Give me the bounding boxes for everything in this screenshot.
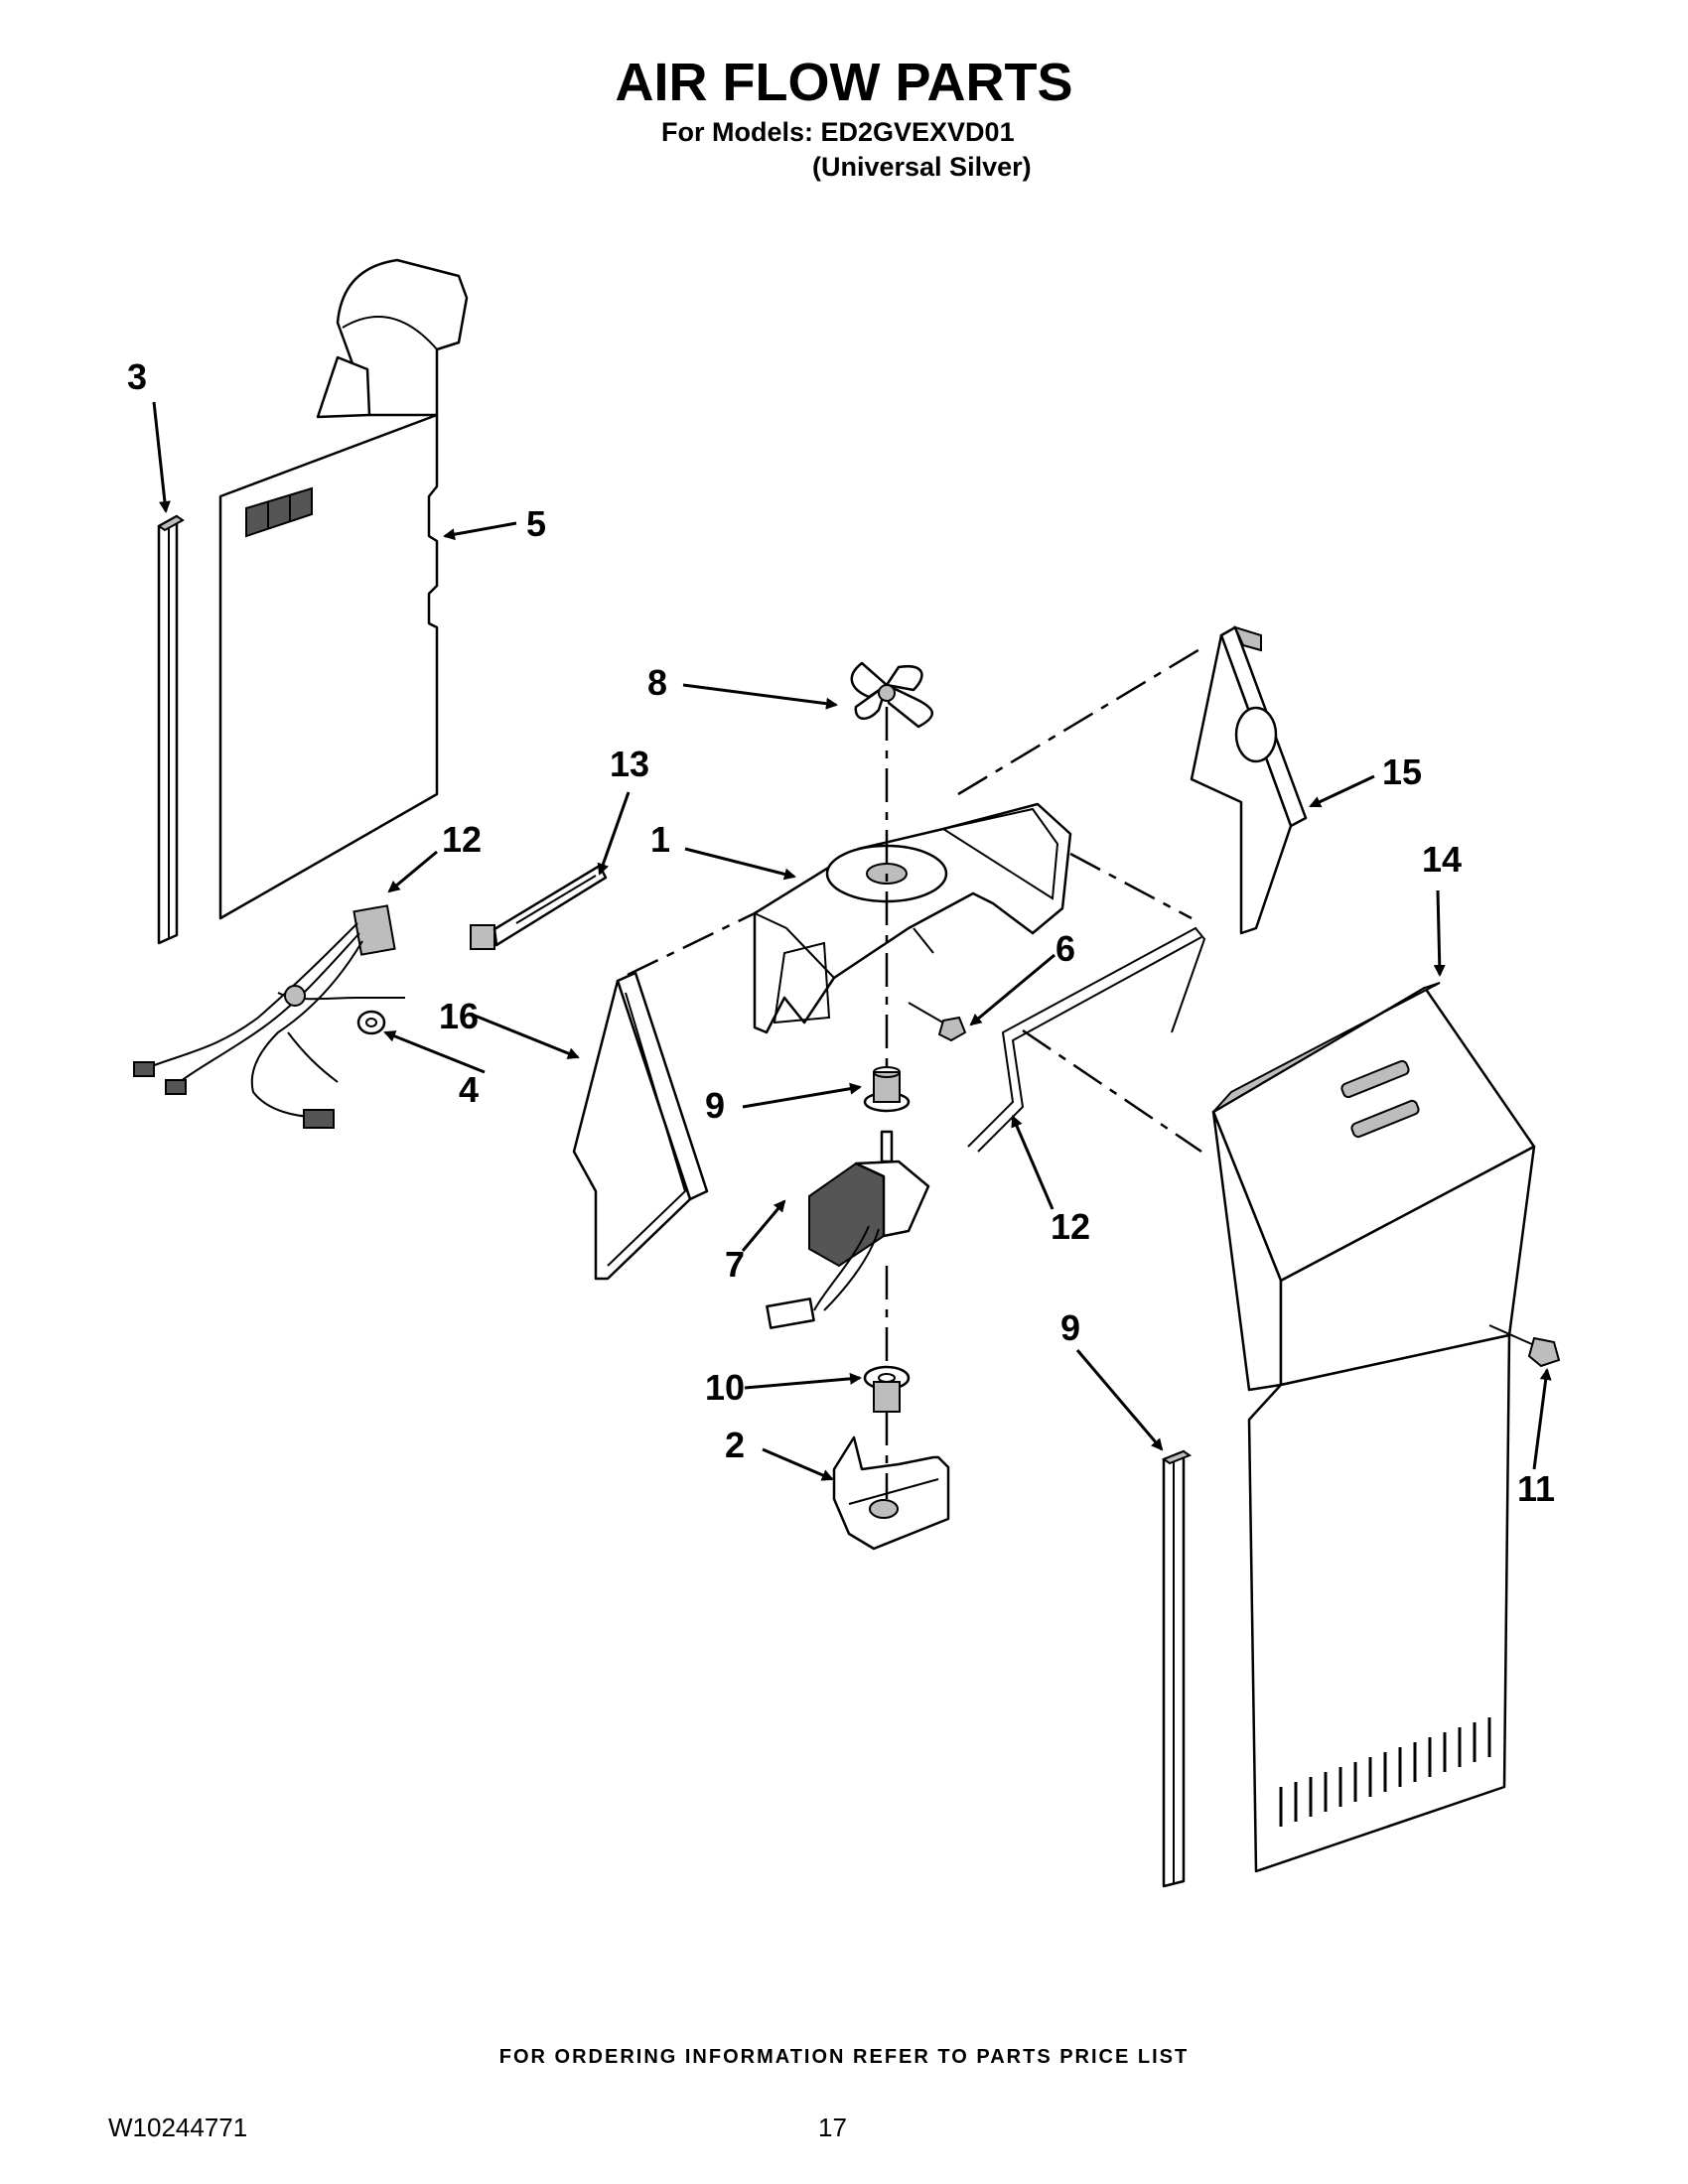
- page-number: 17: [818, 2113, 847, 2142]
- callout-9: 9: [1060, 1307, 1080, 1348]
- model-number: For Models: ED2GVEXVD01: [661, 117, 1015, 147]
- part-11-screw: [1488, 1324, 1561, 1368]
- callout-16: 15: [1382, 751, 1422, 792]
- part-10-upper-motor-mount: [863, 1066, 911, 1113]
- part-9-seal-strip: [1161, 1449, 1193, 1888]
- part-7-fan-motor: [766, 1130, 930, 1329]
- part-8-fan-blade: [850, 661, 933, 729]
- part-15-air-duct-panel: [1211, 982, 1536, 1873]
- part-14-cable-tie: [470, 864, 608, 950]
- callout-10-lower: 10: [705, 1367, 745, 1408]
- part-17-left-baffle: [572, 971, 709, 1281]
- part-5-evaporator-cover: [218, 258, 469, 920]
- part-6-screw: [908, 1002, 967, 1042]
- callout-7: 7: [725, 1244, 745, 1285]
- callout-6: 6: [1055, 928, 1075, 969]
- callout-1: 1: [650, 819, 670, 860]
- callout-4: 4: [459, 1069, 479, 1110]
- alignment-lines: [627, 643, 1207, 1499]
- ordering-note: FOR ORDERING INFORMATION REFER TO PARTS …: [498, 2046, 1190, 2068]
- callout-14: 13: [610, 744, 649, 784]
- callout-10-upper: 9: [705, 1085, 725, 1126]
- part-13-wire-bracket: [967, 926, 1206, 1153]
- part-2-motor-bracket: [832, 1435, 950, 1551]
- part-4-grommet: [356, 1010, 386, 1035]
- part-3-seal-strip: [157, 514, 185, 945]
- callout-3: 3: [127, 356, 147, 397]
- part-12-wire-harness: [133, 904, 405, 1129]
- model-variant: (Universal Silver): [812, 152, 1032, 182]
- page-title: AIR FLOW PARTS: [615, 53, 1073, 112]
- callout-13: 12: [1051, 1206, 1090, 1247]
- callout-11: 11: [1517, 1468, 1555, 1509]
- callout-8: 8: [647, 662, 667, 703]
- part-10-lower-motor-mount: [863, 1365, 911, 1413]
- document-number: W10244771: [108, 2113, 248, 2142]
- callout-labels: 3 5 8 13 12 1 15 14 6 16 4 9 12 7 9 10 2…: [127, 356, 1555, 1509]
- callout-2: 2: [725, 1425, 745, 1465]
- leader-arrows: [152, 401, 1552, 1481]
- callout-5: 5: [526, 503, 546, 544]
- callout-17: 16: [439, 996, 479, 1036]
- callout-15: 14: [1422, 839, 1462, 880]
- part-1-fan-shroud: [753, 802, 1072, 1034]
- callout-12: 12: [442, 819, 482, 860]
- part-16-right-baffle: [1190, 625, 1308, 935]
